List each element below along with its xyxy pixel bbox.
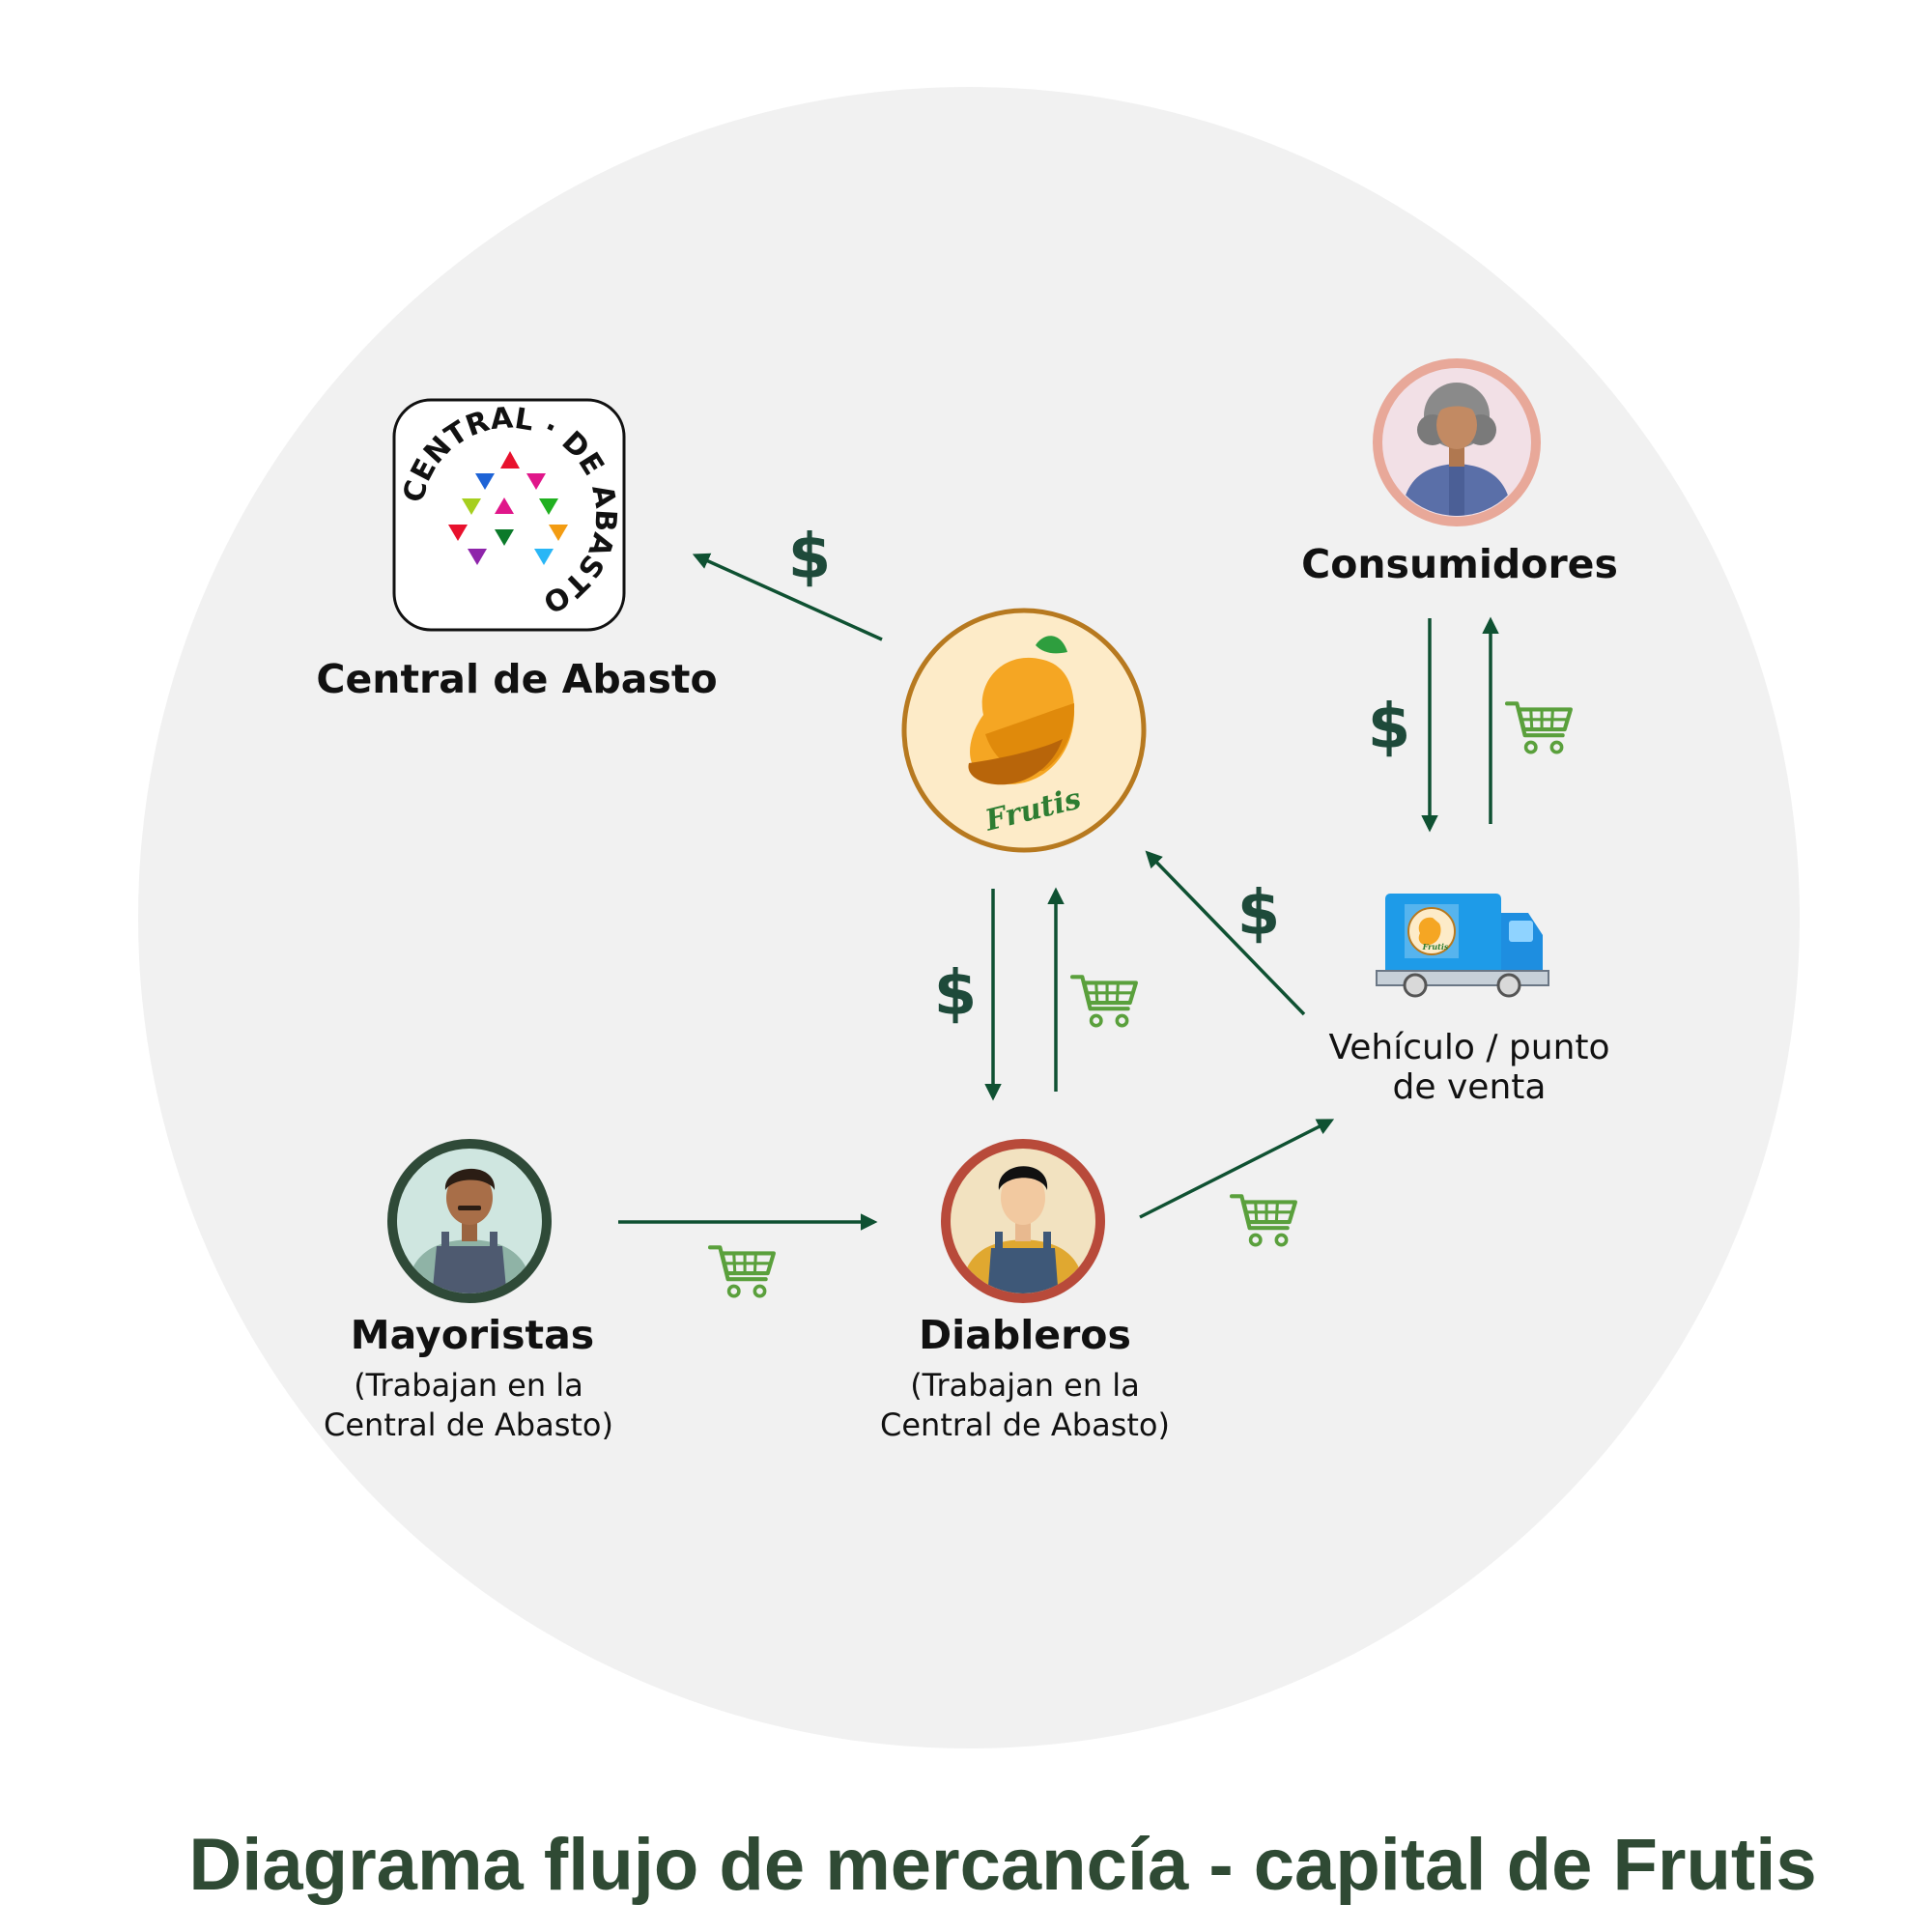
vehiculo-label-line1: Vehículo / punto [1328,1028,1609,1067]
page-title: Diagrama flujo de mercancía - capital de… [188,1824,1816,1906]
truck-icon: Frutis [1376,894,1549,998]
diableros-avatar [941,1139,1105,1303]
consumidores-avatar [1373,358,1541,526]
arrow-vehiculo-to-frutis [1145,850,1306,1016]
money-label-vehiculo: $ [1237,878,1281,950]
frutis-logo: Frutis [901,608,1147,853]
arrow-diableros-to-vehiculo [1139,1119,1335,1219]
money-label-central: $ [788,522,832,593]
central-de-abasto-logo: CENTRAL · DE ABASTO [392,398,626,632]
truck-logo-text: Frutis [1422,942,1449,952]
mayoristas-avatar [387,1139,552,1303]
mayoristas-sub-line1: (Trabajan en la [354,1367,583,1404]
diableros-label: Diableros [919,1312,1131,1358]
consumidores-label: Consumidores [1301,541,1618,587]
mayoristas-sub-line2: Central de Abasto) [324,1406,613,1443]
vehiculo-label-line2: de venta [1393,1067,1547,1107]
money-label-consumidores: $ [1368,692,1411,763]
money-label-diableros: $ [934,958,978,1030]
diableros-sub-line2: Central de Abasto) [880,1406,1170,1443]
central-de-abasto-label: Central de Abasto [316,656,717,702]
mayoristas-label: Mayoristas [351,1312,594,1358]
diableros-sub-line1: (Trabajan en la [910,1367,1140,1404]
arrow-frutis-to-central [692,553,883,641]
background-circle [138,87,1800,1748]
